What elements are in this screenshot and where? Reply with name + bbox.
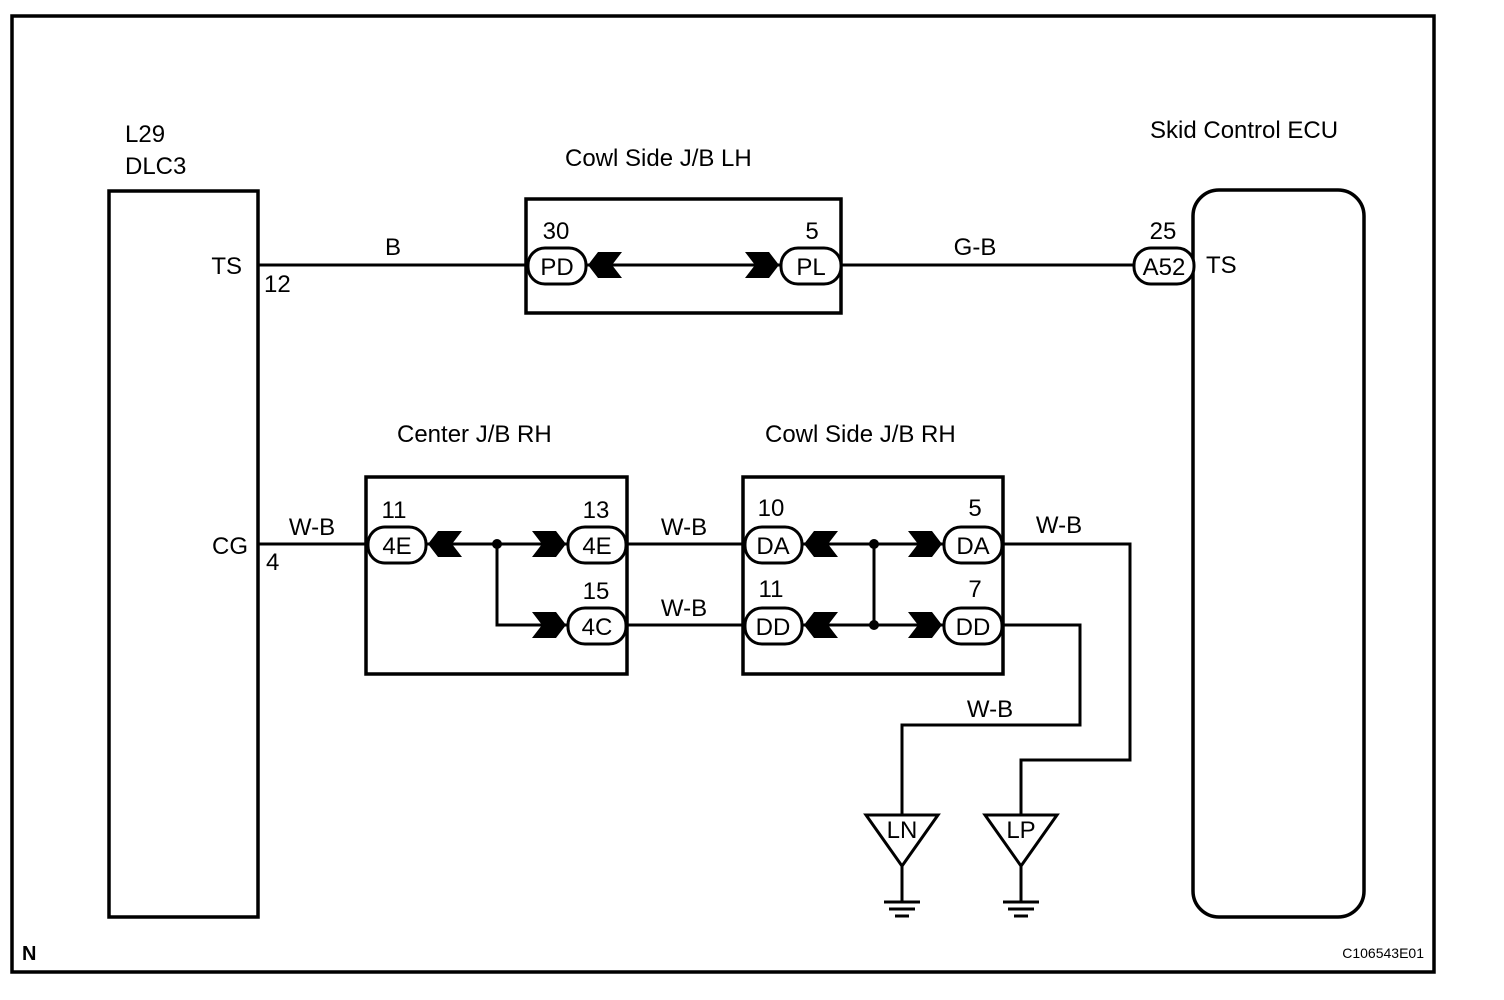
pin-number: 11 (759, 576, 784, 603)
connector-pl: PL 5 (745, 218, 843, 286)
wire-color-label: B (385, 234, 401, 261)
skid-control-ecu: Skid Control ECU TS (1150, 117, 1366, 919)
svg-text:DA: DA (956, 533, 989, 560)
pin-number: 10 (758, 495, 785, 522)
dlc3-ref: L29 (125, 121, 165, 148)
cowl-rh-name: Cowl Side J/B RH (765, 421, 956, 448)
wire-color-label: W-B (1036, 512, 1082, 539)
splice-dot (492, 539, 502, 549)
connector-dd-out: DD 7 (908, 576, 1004, 646)
wire-4e-4c-internal (495, 544, 568, 627)
dlc3-pin-cg: CG (212, 533, 248, 560)
dlc3-name: DLC3 (125, 153, 186, 180)
ecu-pin-ts: TS (1206, 252, 1237, 279)
svg-text:DA: DA (756, 533, 789, 560)
cowl-side-jb-rh: Cowl Side J/B RH (741, 421, 1005, 676)
svg-text:A52: A52 (1143, 254, 1186, 281)
connector-da-out: DA 5 (908, 495, 1004, 565)
connectors: PD 30 PL 5 A52 25 4E 11 4E 13 (366, 218, 1196, 646)
dlc3-pin-ts: TS (211, 253, 242, 280)
cowl-side-jb-lh: Cowl Side J/B LH (524, 145, 843, 315)
pin-number: 13 (583, 497, 610, 524)
svg-text:4E: 4E (382, 533, 411, 560)
wire-color-label: G-B (954, 234, 997, 261)
wire-dd-ln (900, 623, 1082, 815)
figure-code: C106543E01 (1342, 945, 1424, 961)
footer-left-mark: N (22, 943, 36, 965)
wire-color-label: W-B (661, 595, 707, 622)
svg-text:PD: PD (540, 254, 573, 281)
diagram-frame (10, 14, 1436, 974)
wire-color-label: W-B (661, 514, 707, 541)
ecu-name: Skid Control ECU (1150, 117, 1338, 144)
wire-labels: B G-B W-B W-B W-B W-B W-B (289, 234, 1082, 723)
center-rh-name: Center J/B RH (397, 421, 552, 448)
connector-4e-out: 4E 13 (532, 497, 628, 565)
connector-da-in: DA 10 (743, 495, 838, 565)
ground-label: LP (1006, 817, 1035, 844)
svg-text:DD: DD (756, 614, 791, 641)
svg-text:4C: 4C (582, 614, 613, 641)
pin-number: 7 (968, 576, 981, 603)
wire-color-label: W-B (289, 514, 335, 541)
wire-color-label: W-B (967, 696, 1013, 723)
pin-number: 11 (382, 497, 407, 524)
pin-number: 15 (583, 578, 610, 605)
pin-number: 30 (543, 218, 570, 245)
ground-ln: LN (863, 813, 941, 918)
splice-points (492, 539, 879, 630)
center-jb-rh: Center J/B RH (364, 421, 629, 676)
pin-number: 5 (805, 218, 818, 245)
connector-4e-in: 4E 11 (366, 497, 462, 565)
connector-4c-out: 4C 15 (532, 578, 628, 646)
connector-pd: PD 30 (526, 218, 622, 286)
splice-dot (869, 620, 879, 630)
ground-lp: LP (982, 813, 1060, 918)
dlc3-pin-ts-number: 12 (264, 271, 291, 298)
splice-dot (869, 539, 879, 549)
connector-a52: A52 25 (1132, 218, 1196, 286)
pin-number: 25 (1150, 218, 1177, 245)
dlc3-pin-cg-number: 4 (266, 549, 279, 576)
svg-text:4E: 4E (582, 533, 611, 560)
svg-text:DD: DD (956, 614, 991, 641)
ground-label: LN (887, 817, 918, 844)
pin-number: 5 (968, 495, 981, 522)
dlc3-component: L29 DLC3 TS 12 CG 4 (107, 121, 291, 919)
wire-da-lp (1002, 542, 1132, 815)
cowl-lh-name: Cowl Side J/B LH (565, 145, 752, 172)
svg-text:PL: PL (796, 254, 825, 281)
connector-dd-in: DD 11 (743, 576, 838, 646)
